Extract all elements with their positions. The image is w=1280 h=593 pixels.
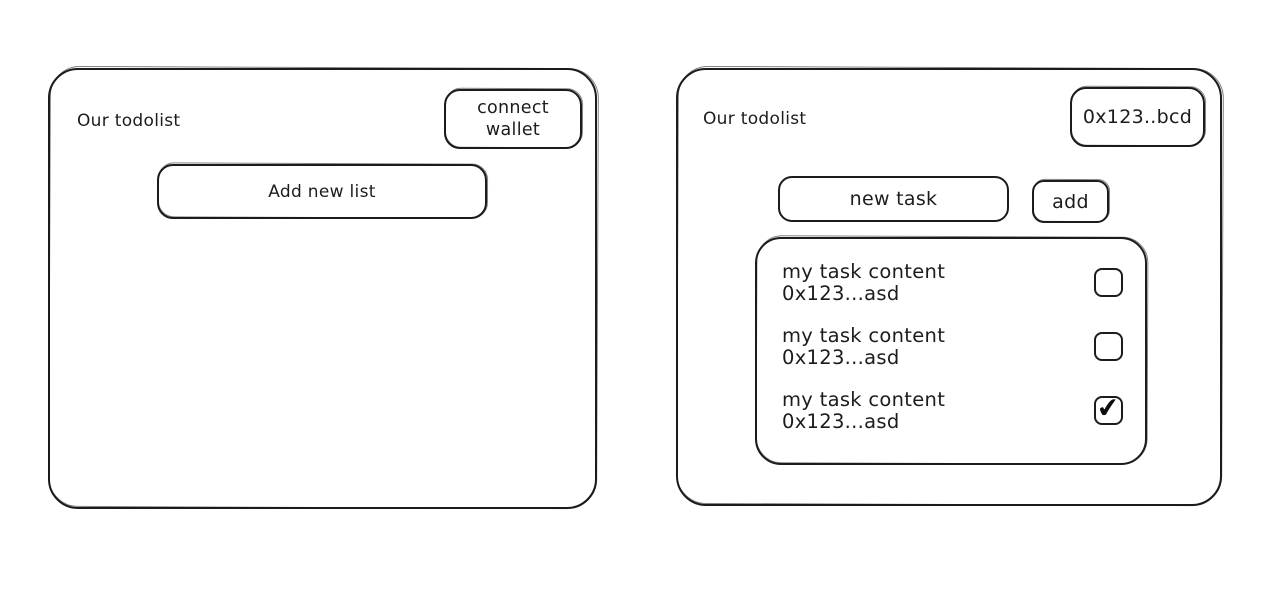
task-checkbox[interactable]: ✔ (1094, 391, 1123, 426)
task-row: my task content 0x123...asd ✔ (782, 325, 1129, 368)
task-address: 0x123...asd (782, 346, 900, 369)
add-new-list-button[interactable]: Add new list (157, 164, 487, 219)
wallet-address-label: 0x123..bcd (1082, 106, 1193, 128)
add-task-label: add (1052, 190, 1089, 213)
add-task-button[interactable]: add (1032, 180, 1109, 223)
connect-wallet-button[interactable]: connect wallet (444, 89, 582, 149)
task-content: my task content (782, 388, 946, 411)
page-title: Our todolist (703, 109, 807, 129)
page-title: Our todolist (77, 111, 181, 131)
add-new-list-label: Add new list (268, 181, 376, 202)
task-row: my task content 0x123...asd ✔ (782, 389, 1129, 432)
connect-wallet-label: connect wallet (477, 97, 549, 140)
task-content: my task content (782, 324, 946, 347)
task-row: my task content 0x123...asd ✔ (782, 261, 1129, 304)
wallet-address-button[interactable]: 0x123..bcd (1070, 87, 1205, 147)
right-panel-connected: Our todolist 0x123..bcd add my task cont… (676, 68, 1222, 506)
task-address: 0x123...asd (782, 282, 900, 305)
task-address: 0x123...asd (782, 410, 900, 433)
left-panel-disconnected: Our todolist connect wallet Add new list (48, 68, 597, 509)
task-text: my task content 0x123...asd (782, 261, 945, 304)
task-text: my task content 0x123...asd (782, 325, 945, 368)
new-task-input[interactable] (778, 176, 1009, 222)
task-checkbox[interactable]: ✔ (1094, 268, 1123, 297)
task-text: my task content 0x123...asd (782, 389, 945, 432)
checkmark-icon: ✔ (1095, 391, 1122, 426)
task-content: my task content (782, 260, 946, 283)
task-checkbox[interactable]: ✔ (1094, 332, 1123, 361)
task-list: my task content 0x123...asd ✔ my task co… (755, 237, 1147, 465)
